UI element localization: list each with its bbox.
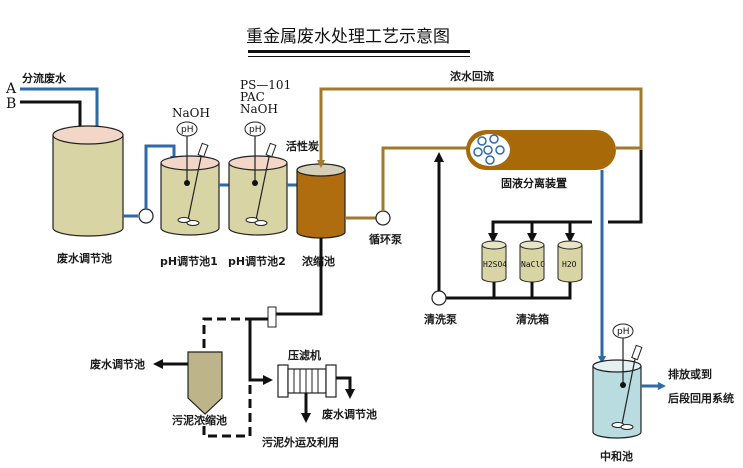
- split-wastewater-label: 分流废水: [22, 71, 67, 85]
- discharge-label-1: 排放或到: [668, 367, 712, 381]
- wastewater-regulating-tank: [52, 125, 124, 237]
- sludge-valve-icon: [267, 306, 277, 328]
- cleaning-tanks-label: 清洗箱: [516, 312, 549, 326]
- naoh-label-1: NaOH: [172, 106, 210, 120]
- ph-tank-2-label: pH调节池2: [228, 254, 286, 268]
- concentrate-return-label: 浓水回流: [450, 69, 494, 83]
- pipe-to-ph1: [144, 144, 178, 209]
- input-b-label: B: [6, 96, 16, 112]
- filtrate-to-regulating-label: 废水调节池: [322, 407, 377, 421]
- ph-probe-tip-1: [184, 180, 190, 186]
- stirrer-icon-1: [177, 142, 209, 226]
- pipe-b: [20, 100, 85, 137]
- cleaning-tank-h2o-label: H2O: [562, 260, 577, 269]
- input-a-label: A: [5, 81, 17, 97]
- wastewater-regulating-label: 废水调节池: [57, 251, 112, 265]
- cleaning-tank-h2so4-label: H2SO4: [483, 260, 507, 269]
- activated-carbon-label: 活性炭: [286, 139, 319, 153]
- pipe-to-filter-press: [248, 317, 273, 385]
- cleaning-pump-icon: [431, 290, 447, 306]
- pipe-pump-to-separator: [381, 146, 470, 211]
- stirrer-icon-2: [245, 142, 277, 226]
- cleaning-tank-naclo: [519, 240, 545, 283]
- concentrator-label: 浓缩池: [302, 254, 335, 268]
- filtrate-pipe: [336, 376, 355, 399]
- cleaning-pump-label: 清洗泵: [424, 312, 457, 326]
- ps101-label: PS—101: [240, 78, 291, 92]
- cleaning-tank-naclo-label: NaClO: [521, 260, 545, 269]
- cleaning-tank-h2o: [557, 240, 583, 283]
- neutralization-tank: [592, 359, 642, 439]
- ph-probe-tip-3: [620, 382, 626, 388]
- ph-probe-label-3: pH: [617, 327, 629, 337]
- pac-label: PAC: [240, 90, 265, 104]
- neutralization-label: 中和池: [600, 449, 633, 463]
- cleaning-return-pipe-right: [608, 150, 643, 224]
- ph-probe-label-1: pH: [181, 125, 193, 135]
- thickener-to-regulating-label: 废水调节池: [90, 357, 145, 371]
- ph-probe-label-2: pH: [249, 125, 261, 135]
- title-underline-thick: [248, 50, 470, 53]
- dashed-return-from-thickener: [202, 385, 252, 438]
- title-underline-thin: [248, 56, 470, 57]
- ph-regulating-tank-1: [160, 155, 220, 236]
- sludge-pipe-from-concentrator: [276, 238, 323, 316]
- diagram-title: 重金属废水处理工艺示意图: [246, 27, 450, 47]
- ph-regulating-tank-2: [228, 155, 288, 236]
- lift-pump-icon: [138, 208, 154, 224]
- cleaning-supply-h2so4: [488, 220, 592, 243]
- discharge-label-2: 后段回用系统: [668, 391, 734, 405]
- stirrer-icon-3: [611, 344, 643, 430]
- ph-probe-tip-2: [252, 180, 258, 186]
- filter-press-label: 压滤机: [288, 348, 321, 362]
- filter-press: [277, 364, 337, 398]
- separator-label: 固液分离装置: [501, 176, 567, 190]
- sludge-thickener-label: 污泥浓缩池: [172, 413, 227, 427]
- sludge-thickener-tank: [187, 351, 223, 415]
- dashed-to-thickener: [202, 317, 268, 350]
- naoh-label-2: NaOH: [240, 102, 278, 116]
- circulation-pump-label: 循环泵: [369, 232, 402, 246]
- ph-tank-1-label: pH调节池1: [160, 254, 218, 268]
- sludge-out-label: 污泥外运及利用: [262, 435, 339, 449]
- solid-liquid-separator: [466, 130, 616, 170]
- cleaning-tank-h2so4: [481, 240, 507, 283]
- concentrator-tank: [296, 163, 346, 239]
- pipe-a: [20, 87, 101, 136]
- circulation-pump-icon: [375, 210, 391, 226]
- concentrate-return-pipe: [317, 87, 643, 168]
